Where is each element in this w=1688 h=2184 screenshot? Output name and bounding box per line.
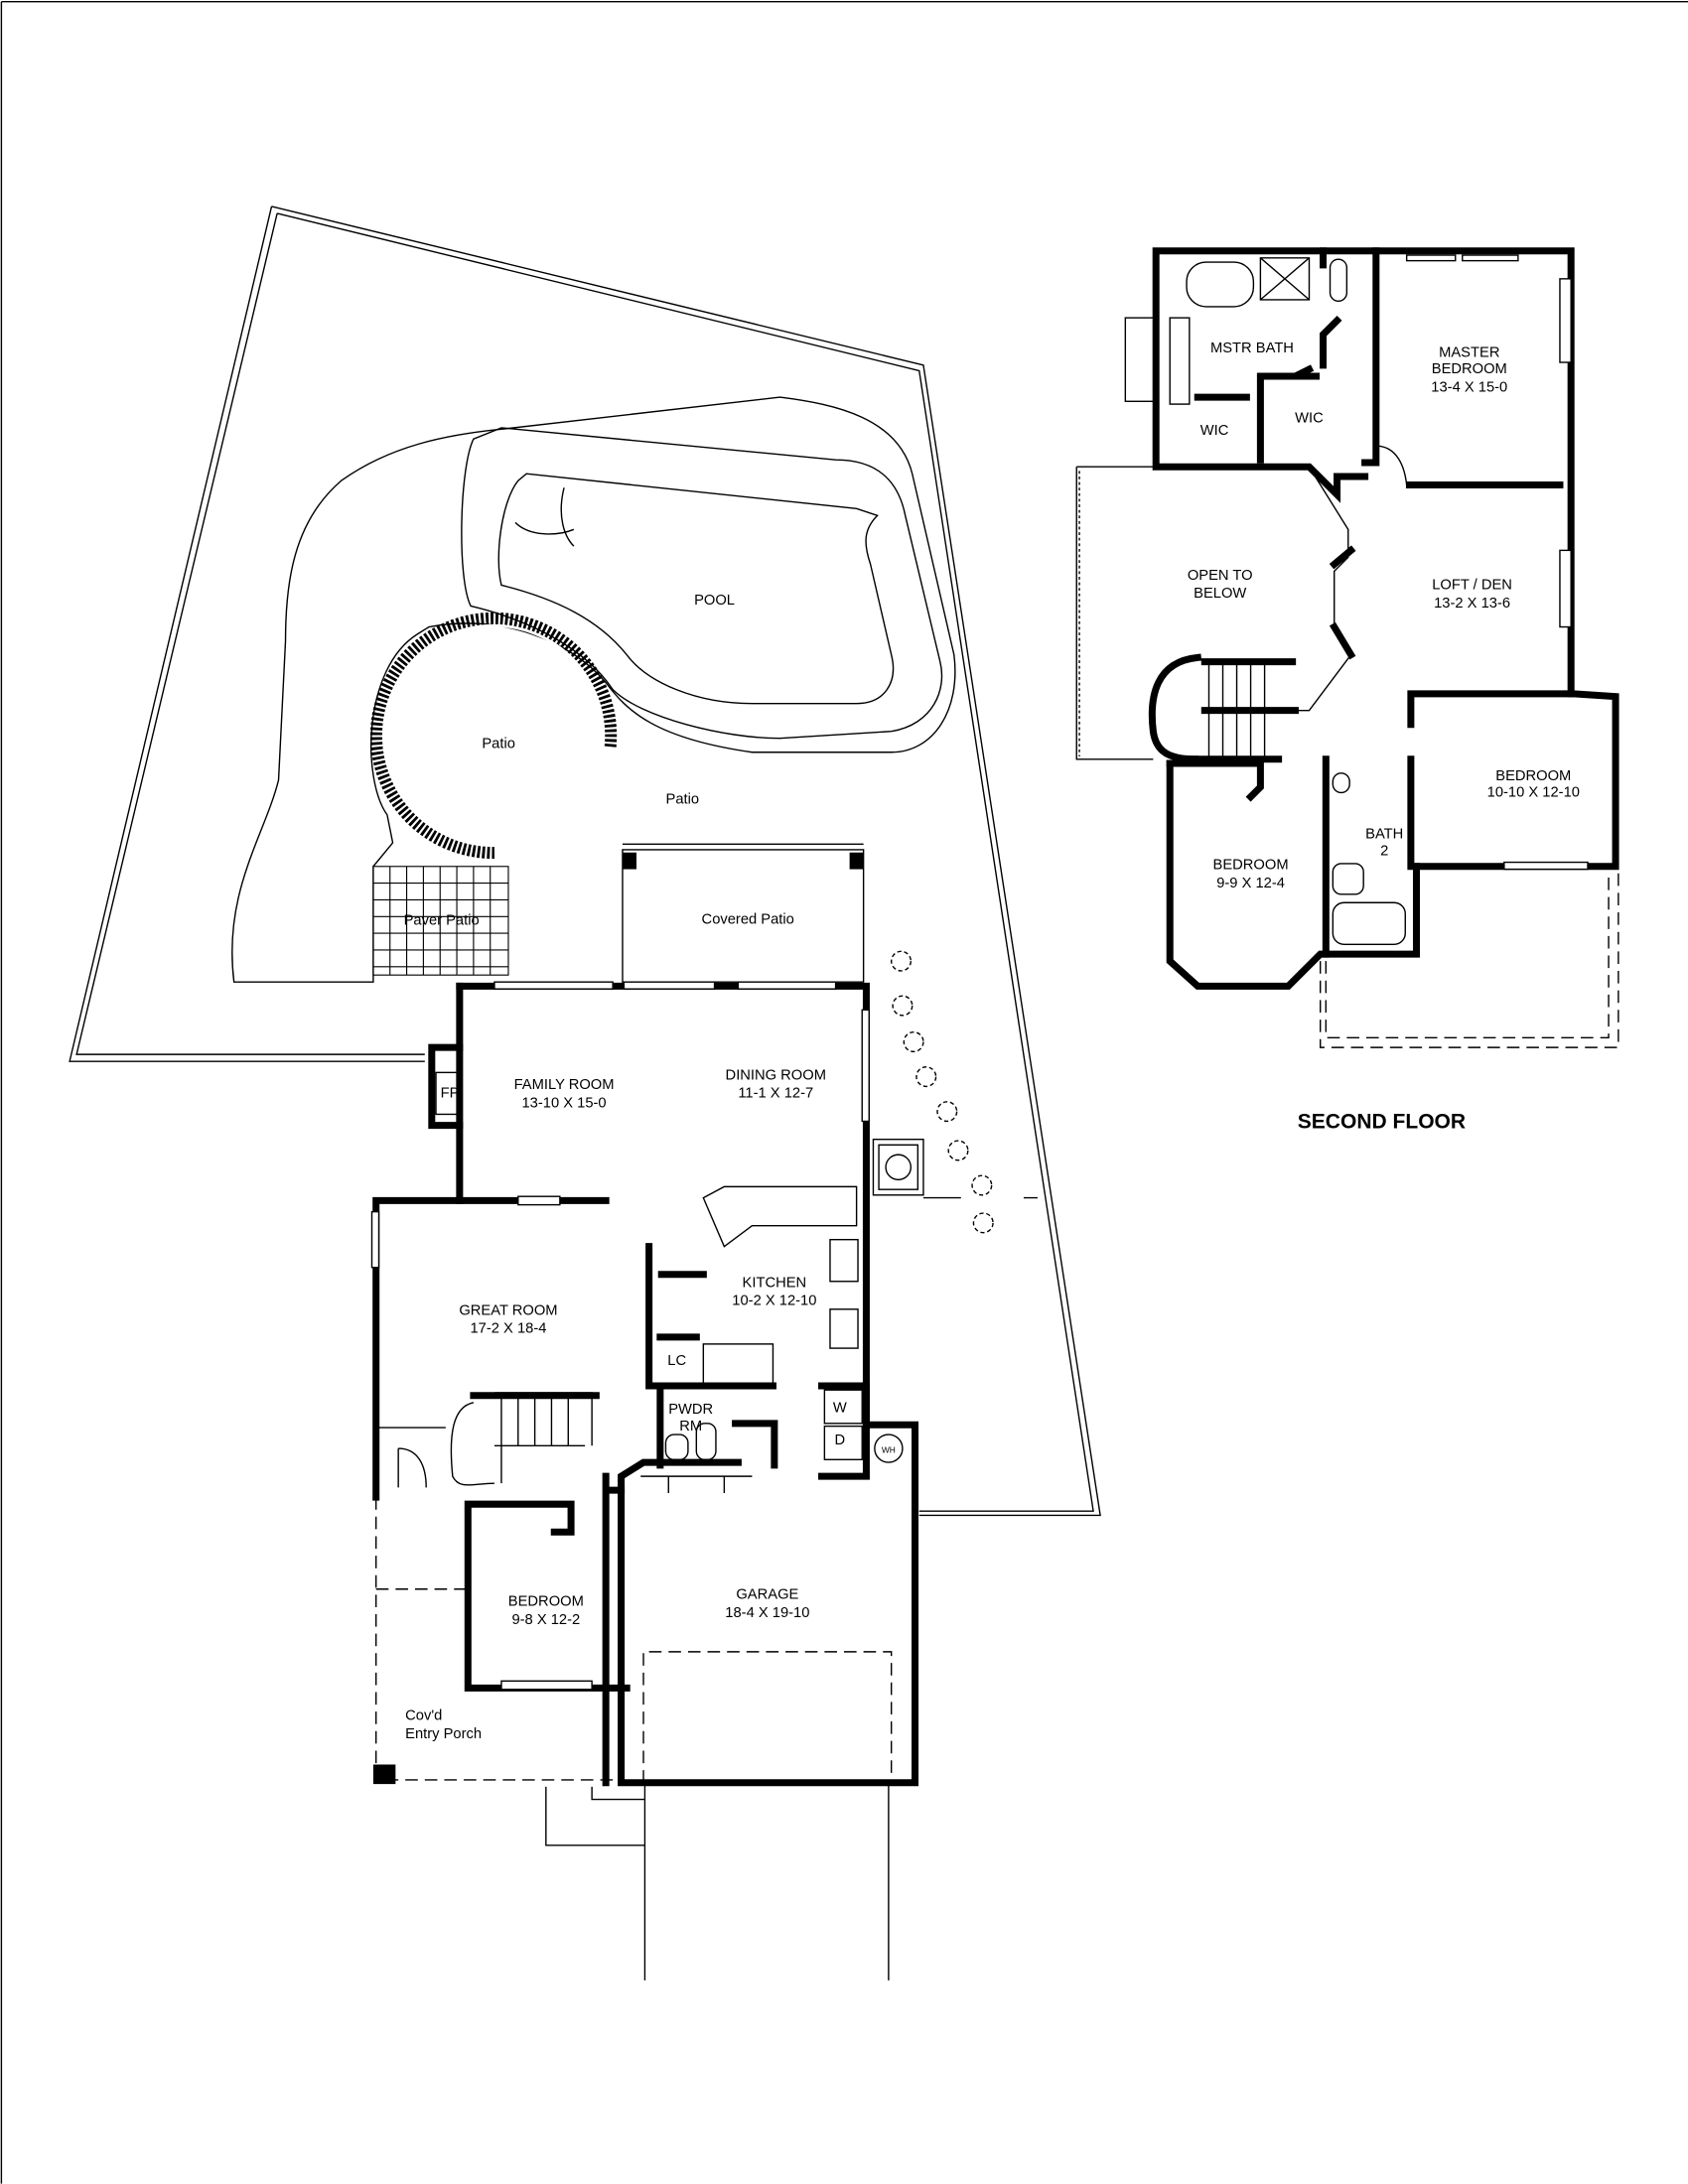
garage-name: GARAGE — [736, 1587, 798, 1603]
first-floor-labels: POOL Patio Patio Paver Patio Covered Pat… — [404, 593, 896, 1742]
paver-patio-label: Paver Patio — [404, 913, 480, 929]
patio-label: Patio — [666, 792, 700, 808]
kitchen-name: KITCHEN — [743, 1275, 807, 1291]
bedroom-1-dims: 9-8 X 12-2 — [511, 1612, 580, 1628]
second-floor-labels: MSTR BATH WIC WIC MASTER BEDROOM 13-4 X … — [1188, 341, 1580, 1133]
loft-den-name: LOFT / DEN — [1432, 578, 1512, 594]
curved-patio-wall — [369, 612, 618, 860]
great-room-dims: 17-2 X 18-4 — [471, 1321, 547, 1337]
bedroom-right-name: BEDROOM — [1495, 768, 1571, 784]
open-to-below-line2: BELOW — [1194, 586, 1246, 602]
garage-door-outline — [642, 1651, 893, 1783]
spa — [872, 1138, 924, 1196]
bath-2-line2: 2 — [1380, 844, 1388, 860]
master-bedroom-line2: BEDROOM — [1432, 361, 1507, 377]
linen-closet-label: LC — [667, 1353, 686, 1369]
pool-deck — [231, 396, 956, 983]
water-heater-label: WH — [882, 1444, 896, 1454]
lot-boundary — [69, 205, 1101, 1517]
kitchen-dims: 10-2 X 12-10 — [732, 1294, 816, 1309]
driveway — [545, 1782, 890, 1980]
pool-steps — [514, 487, 575, 547]
second-floor-walls — [1075, 247, 1619, 990]
porch-column — [372, 1764, 396, 1785]
powder-room-line2: RM — [679, 1419, 702, 1434]
dining-room-name: DINING ROOM — [726, 1067, 826, 1083]
pool-label: POOL — [694, 593, 735, 609]
garage-dims: 18-4 X 19-10 — [725, 1605, 809, 1621]
bath-2-line1: BATH — [1365, 827, 1403, 843]
covered-patio — [622, 843, 865, 983]
wic-2-label: WIC — [1295, 410, 1324, 426]
entry-porch-line2: Entry Porch — [405, 1726, 482, 1742]
patio-round-label: Patio — [482, 737, 515, 752]
stepping-stones — [890, 950, 994, 1234]
balcony-outline — [1320, 870, 1619, 1048]
dining-room-dims: 11-1 X 12-7 — [738, 1086, 813, 1102]
powder-room-line1: PWDR — [668, 1402, 713, 1418]
pool — [497, 473, 895, 705]
bedroom-right-dims: 10-10 X 12-10 — [1487, 785, 1580, 801]
second-floor-title: SECOND FLOOR — [1298, 1110, 1466, 1133]
bedroom-left-name: BEDROOM — [1213, 858, 1289, 874]
paver-patio-grid — [372, 866, 509, 976]
open-to-below-line1: OPEN TO — [1188, 568, 1253, 584]
bedroom-1-name: BEDROOM — [508, 1594, 584, 1610]
great-room-name: GREAT ROOM — [459, 1302, 557, 1318]
master-bedroom-line1: MASTER — [1439, 344, 1499, 360]
bedroom-left-dims: 9-9 X 12-4 — [1216, 876, 1285, 891]
entry-porch-line1: Cov'd — [405, 1708, 442, 1724]
fireplace-label: FP — [441, 1086, 460, 1102]
first-floor-walls — [370, 981, 919, 1787]
pool-outer — [461, 427, 943, 740]
master-bedroom-dims: 13-4 X 15-0 — [1431, 379, 1507, 395]
dryer-label: D — [834, 1433, 845, 1448]
washer-label: W — [833, 1401, 847, 1417]
covered-patio-label: Covered Patio — [702, 911, 794, 927]
family-room-name: FAMILY ROOM — [514, 1077, 615, 1093]
master-bath-label: MSTR BATH — [1210, 341, 1294, 356]
family-room-dims: 13-10 X 15-0 — [522, 1095, 607, 1111]
wic-1-label: WIC — [1200, 423, 1229, 439]
loft-den-dims: 13-2 X 13-6 — [1434, 596, 1510, 612]
curved-patio-wall-inner — [381, 623, 606, 848]
